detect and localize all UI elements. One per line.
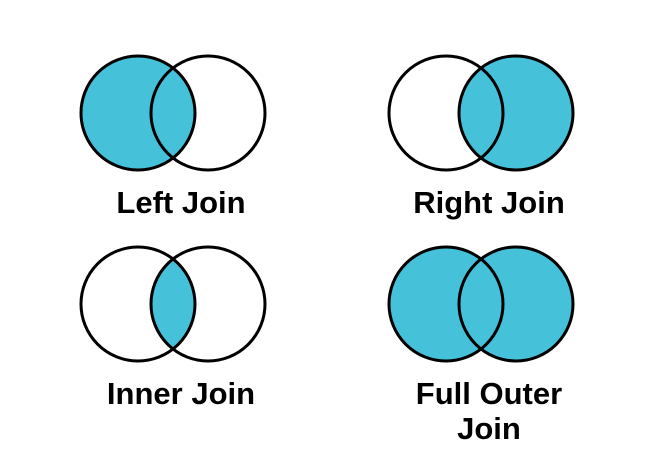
venn-cell-inner-join: Inner Join [66, 242, 296, 447]
right-join-label: Right Join [413, 185, 565, 220]
inner-join-label: Inner Join [106, 375, 256, 411]
full-outer-join-label: Full Outer Join [415, 375, 563, 447]
left-circle-outline [387, 54, 505, 172]
left-join-label: Left Join [116, 185, 246, 220]
left-circle-outline [79, 245, 197, 363]
right-circle-outline [149, 54, 267, 172]
intersection-lens-fill [150, 258, 196, 349]
venn-row-bottom: Inner Join Full Outer Join [66, 242, 654, 447]
venn-cell-left-join: Left Join [66, 51, 296, 221]
venn-diagram-left-join [79, 54, 267, 172]
right-circle-outline [457, 245, 575, 363]
venn-diagram-full-outer-join [387, 245, 575, 363]
intersection-lens-fill [150, 68, 196, 158]
venn-cell-full-outer-join: Full Outer Join [374, 242, 604, 447]
venn-row-top: Left Join Right Join [66, 0, 654, 221]
right-circle-outline [149, 245, 267, 363]
left-circle-outline [387, 245, 505, 363]
left-circle-outline [79, 54, 197, 172]
venn-cell-right-join: Right Join [374, 51, 604, 221]
intersection-lens-fill [458, 68, 504, 158]
venn-diagram-right-join [387, 54, 575, 172]
right-circle-outline [457, 54, 575, 172]
intersection-lens-fill [458, 258, 504, 349]
venn-diagram-inner-join [79, 245, 267, 363]
